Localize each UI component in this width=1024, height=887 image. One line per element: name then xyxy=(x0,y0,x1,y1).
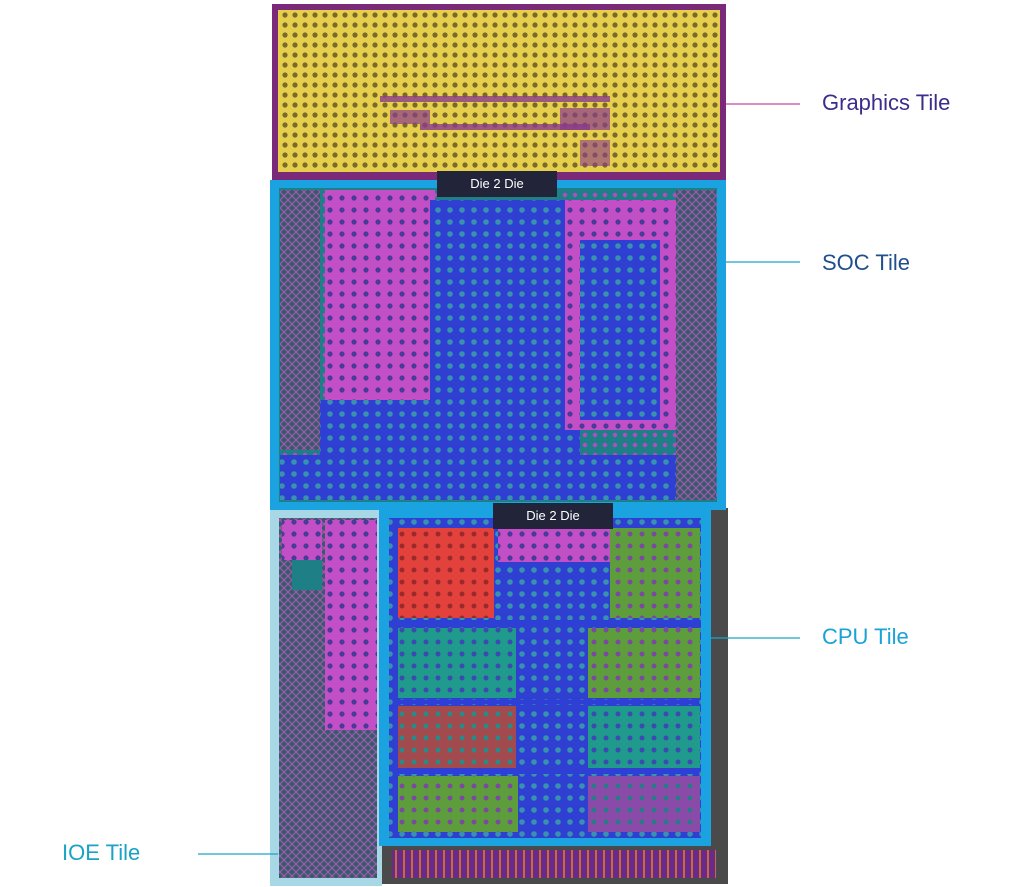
soc-tile xyxy=(270,180,726,510)
cpu-tile xyxy=(379,508,711,846)
ioe-tile xyxy=(270,510,382,886)
die-to-die-link-bottom: Die 2 Die xyxy=(493,503,613,529)
soc-tile-label: SOC Tile xyxy=(822,250,911,275)
ioe-tile-label: IOE Tile xyxy=(62,840,141,865)
graphics-tile-label: Graphics Tile xyxy=(822,90,951,115)
graphics-tile xyxy=(272,4,726,180)
bottom-strip xyxy=(392,850,716,878)
cpu-tile-label: CPU Tile xyxy=(822,624,909,649)
die-to-die-link-top: Die 2 Die xyxy=(437,171,557,197)
